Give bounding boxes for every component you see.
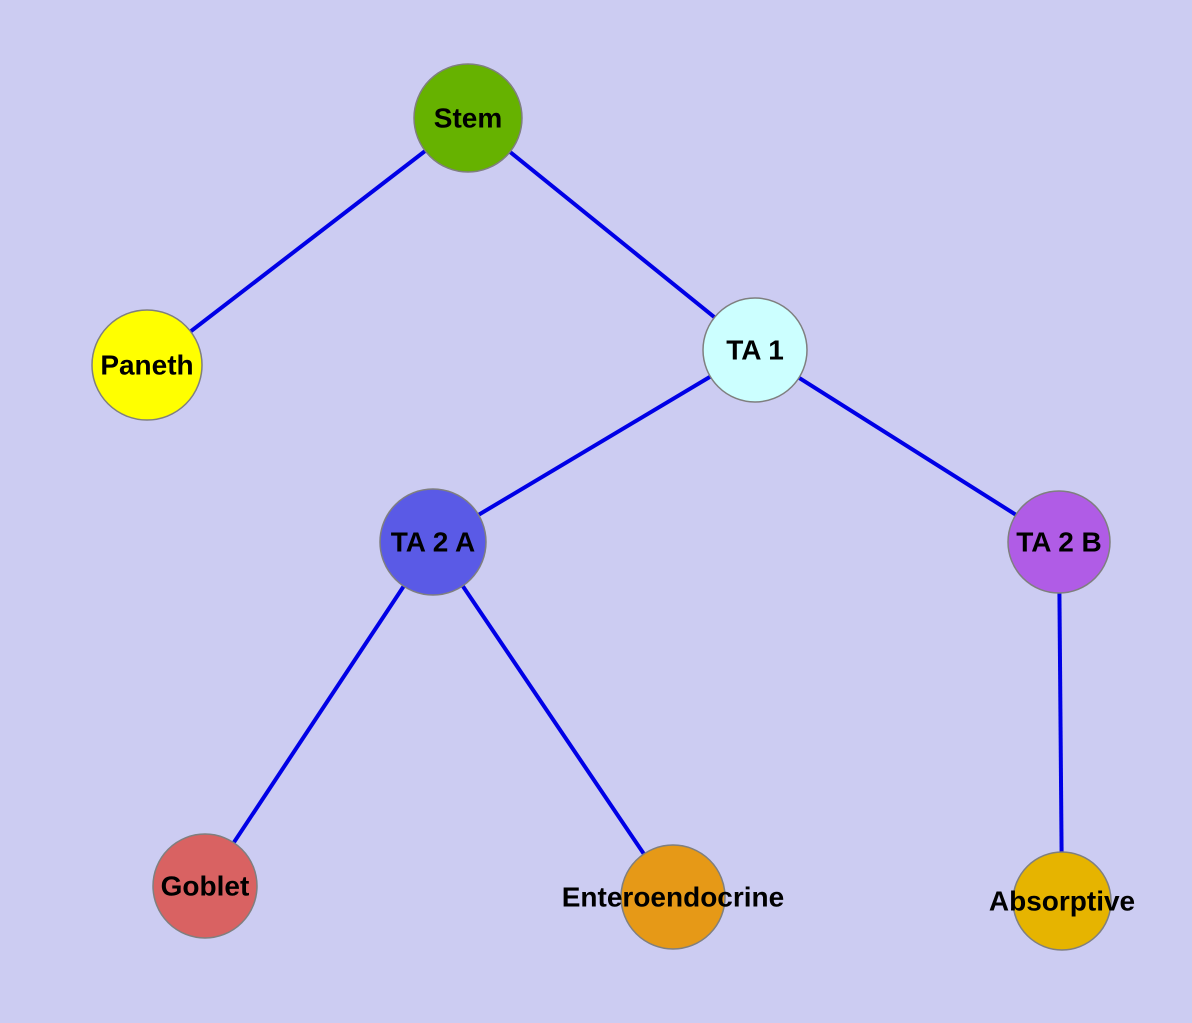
- node-label-paneth: Paneth: [100, 350, 193, 381]
- node-circle-paneth[interactable]: [91, 309, 203, 421]
- node-label-enteroendocrine: Enteroendocrine: [562, 882, 784, 913]
- node-paneth[interactable]: Paneth: [91, 309, 203, 421]
- node-circle-stem[interactable]: [413, 63, 523, 173]
- node-stem[interactable]: Stem: [413, 63, 523, 173]
- node-label-goblet: Goblet: [161, 871, 250, 902]
- edge-ta2b-absorptive[interactable]: [1057, 541, 1064, 902]
- node-label-ta2a: TA 2 A: [391, 527, 476, 558]
- node-circle-enteroendocrine[interactable]: [620, 844, 726, 950]
- node-label-stem: Stem: [434, 103, 502, 134]
- edge-ta2a-goblet[interactable]: [203, 540, 435, 888]
- node-ta2b[interactable]: TA 2 B: [1007, 490, 1111, 594]
- node-label-absorptive: Absorptive: [989, 886, 1135, 917]
- edge-ta1-ta2a[interactable]: [431, 348, 757, 544]
- node-circle-absorptive[interactable]: [1012, 851, 1112, 951]
- node-ta2a[interactable]: TA 2 A: [379, 488, 487, 596]
- node-goblet[interactable]: Goblet: [152, 833, 258, 939]
- node-ta1[interactable]: TA 1: [702, 297, 808, 403]
- node-circle-goblet[interactable]: [152, 833, 258, 939]
- edge-stem-paneth[interactable]: [145, 116, 470, 367]
- node-absorptive[interactable]: Absorptive: [989, 851, 1135, 951]
- node-enteroendocrine[interactable]: Enteroendocrine: [562, 844, 784, 950]
- edge-ta1-ta2b[interactable]: [753, 348, 1061, 544]
- node-label-ta2b: TA 2 B: [1016, 527, 1102, 558]
- node-circle-ta2a[interactable]: [379, 488, 487, 596]
- node-circle-ta2b[interactable]: [1007, 490, 1111, 594]
- edge-ta2a-enteroendocrine[interactable]: [431, 540, 675, 899]
- node-circle-ta1[interactable]: [702, 297, 808, 403]
- node-label-ta1: TA 1: [726, 335, 784, 366]
- edge-stem-ta1[interactable]: [466, 116, 757, 352]
